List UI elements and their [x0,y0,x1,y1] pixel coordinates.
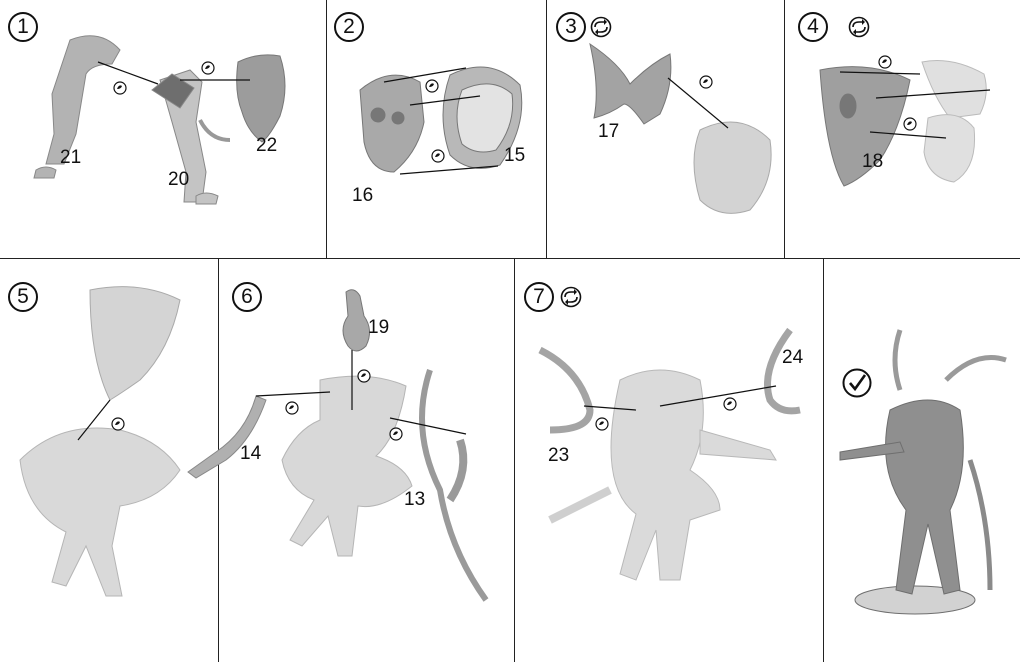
step-number-2: 2 [334,12,364,42]
step-number-7: 7 [524,282,554,312]
part-label-14: 14 [240,444,261,463]
part-14-arm [188,396,266,478]
part-19-head [343,290,370,351]
part-label-19: 19 [368,318,389,337]
head-assembled-3 [694,122,771,213]
head-assembled-5 [90,287,180,400]
part-label-18: 18 [862,152,883,171]
part-16-head-half [360,75,424,172]
rotate-icon [560,286,582,308]
part-label-13: 13 [404,490,425,509]
step-number-3: 3 [556,12,586,42]
part-13-bow [422,370,486,600]
part-label-15: 15 [504,146,525,165]
part-24-antler [768,330,801,411]
step-number-6: 6 [232,282,262,312]
part-label-20: 20 [168,170,189,189]
step-number-4: 4 [798,12,828,42]
body-assembled-5 [20,428,180,596]
step-number-5: 5 [8,282,38,312]
part-20-leg [152,70,230,204]
part-23-antler [540,350,590,430]
part-17-headdress [590,44,671,124]
body-assembled-6 [282,376,412,556]
part-label-21: 21 [60,148,81,167]
rotate-icon [848,16,870,38]
part-label-24: 24 [782,348,803,367]
part-22-cape [237,55,285,142]
head-assembled-4 [922,61,986,183]
rotate-icon [590,16,612,38]
checkmark-icon [842,368,872,398]
part-label-17: 17 [598,122,619,141]
part-label-22: 22 [256,136,277,155]
part-label-23: 23 [548,446,569,465]
part-label-16: 16 [352,186,373,205]
step-number-1: 1 [8,12,38,42]
